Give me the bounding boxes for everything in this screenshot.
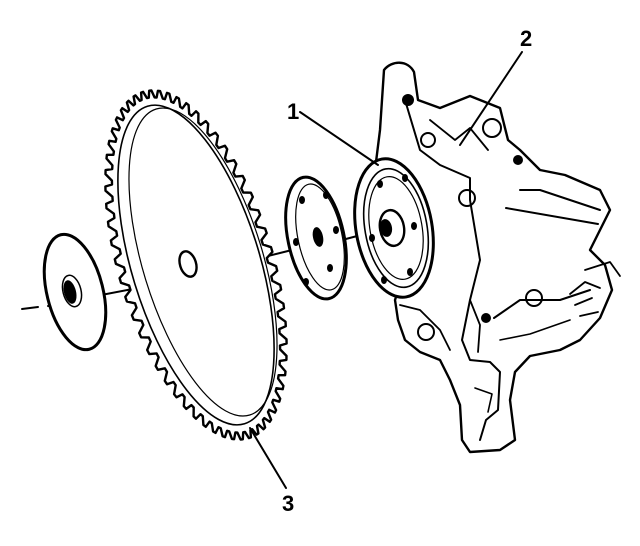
adapter-bolt-holes <box>293 191 339 286</box>
engine-block <box>368 61 621 454</box>
washer <box>42 232 108 352</box>
leader-line-1 <box>299 111 379 166</box>
crankshaft-hub <box>353 157 435 299</box>
hub-bolt-holes <box>369 174 417 284</box>
leader-line-3 <box>249 427 287 489</box>
reluctor-ring <box>104 89 288 441</box>
leader-lines <box>249 51 523 489</box>
leader-line-2 <box>459 51 523 146</box>
callout-label-1: 1 <box>287 99 300 124</box>
callout-label-3: 3 <box>282 491 295 516</box>
adapter-plate <box>284 175 348 301</box>
callout-label-2: 2 <box>520 26 533 51</box>
